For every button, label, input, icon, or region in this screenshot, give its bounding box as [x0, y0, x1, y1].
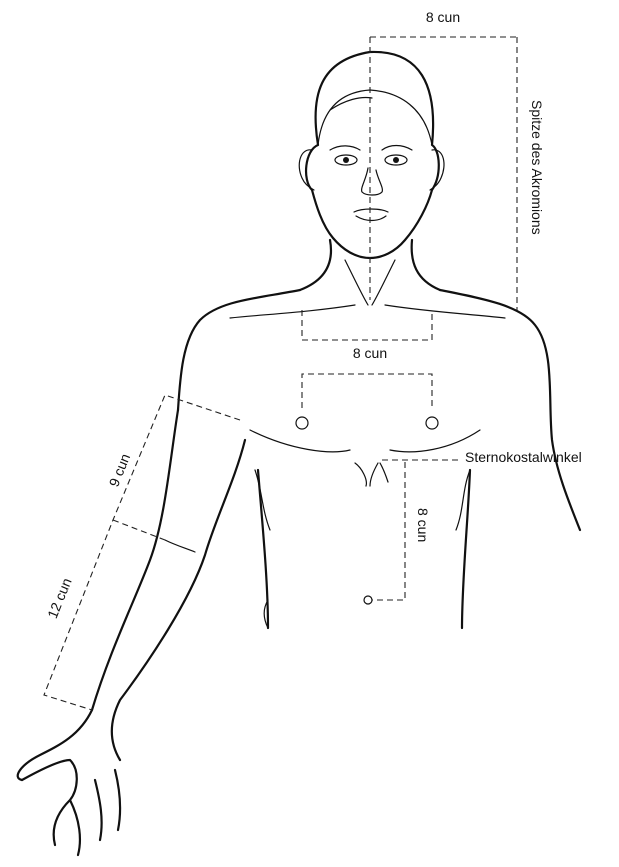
label-upper-arm: 9 cun	[106, 451, 134, 489]
label-acromion: Spitze des Akromions	[529, 100, 545, 235]
left-nipple	[296, 417, 308, 429]
label-chest-width: 8 cun	[353, 345, 387, 361]
hand-outline	[22, 760, 120, 855]
label-sternocostal: Sternokostalwinkel	[465, 449, 582, 465]
sternum-navel-line	[372, 462, 405, 600]
arm-measure	[44, 395, 240, 710]
navel	[364, 596, 372, 604]
sternocostal-mark	[355, 463, 388, 486]
label-forearm: 12 cun	[44, 576, 75, 621]
clavicle-bracket	[302, 310, 432, 340]
label-sternum-navel: 8 cun	[415, 508, 431, 542]
chest-bracket	[302, 374, 432, 408]
measurement-lines	[44, 37, 517, 710]
head-outline	[306, 52, 439, 258]
left-arm-outline	[18, 410, 178, 780]
label-top-width: 8 cun	[426, 9, 460, 25]
right-nipple	[426, 417, 438, 429]
torso-outline	[178, 290, 300, 410]
